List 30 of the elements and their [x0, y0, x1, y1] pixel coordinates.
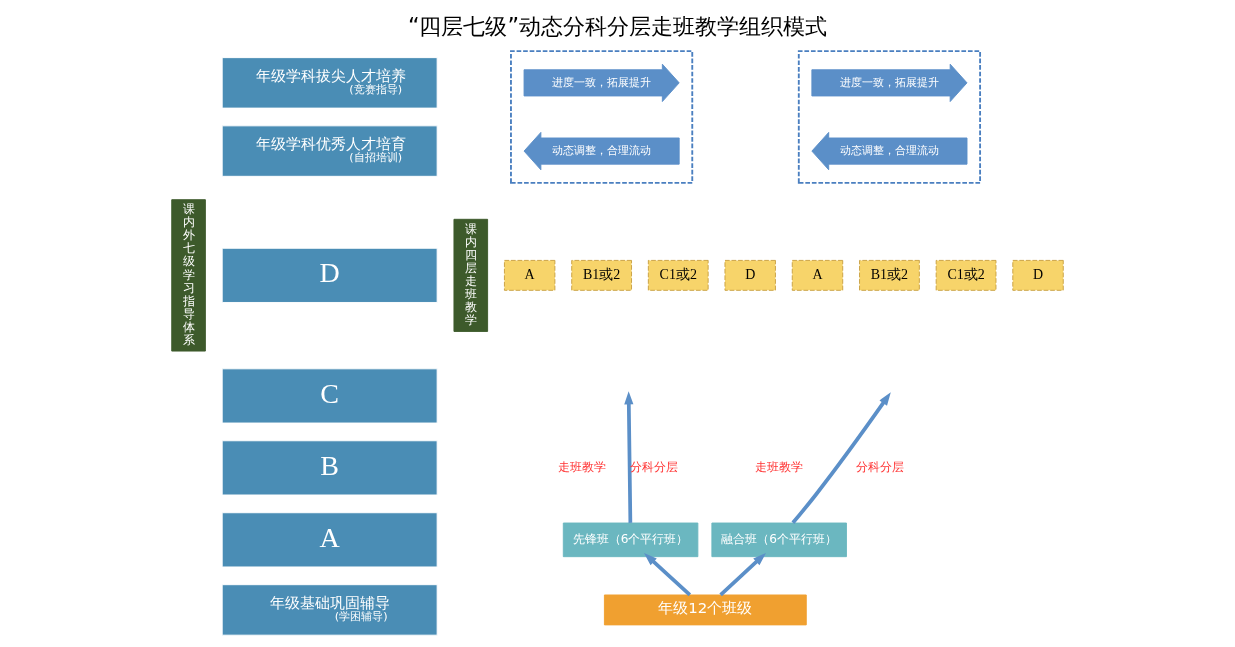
node-box: A	[221, 512, 438, 568]
node-box: 融合班（6个平行班）	[711, 522, 847, 558]
node-box: C1或2	[647, 259, 709, 291]
node-box: 课内四层走班教学	[453, 218, 489, 332]
diagram-title: “四层七级”动态分科分层走班教学组织模式	[407, 12, 828, 39]
node-box: 年级基础巩固辅导 (学困辅导)	[221, 584, 438, 636]
node-box: B1或2	[859, 259, 920, 291]
node-box: B	[221, 440, 438, 496]
node-box: C1或2	[935, 259, 997, 291]
edge-label: 分科分层	[856, 460, 905, 475]
node-box: 年级学科拔尖人才培养 (竞赛指导)	[221, 57, 438, 109]
node-box: 先锋班（6个平行班）	[562, 522, 699, 558]
node-box: D	[1012, 259, 1064, 291]
label: 走班教学	[755, 460, 804, 475]
arrow	[624, 391, 634, 523]
node-box: 年级12个班级	[603, 594, 807, 626]
node-box: A	[503, 259, 556, 291]
arrow	[791, 392, 891, 525]
node-box: C	[221, 368, 438, 424]
node-box: 课内外七级学习指导体系	[171, 199, 206, 352]
node-box: D	[221, 247, 438, 303]
node-box: A	[791, 259, 844, 291]
node-box: 年级学科优秀人才培育 (自招培训)	[221, 125, 438, 177]
arrow	[719, 552, 766, 597]
arrow	[643, 552, 692, 597]
node-box: B1或2	[571, 259, 632, 291]
node-box: D	[724, 259, 776, 291]
cluster	[510, 50, 694, 184]
label: 走班教学	[557, 460, 606, 475]
cluster	[797, 50, 982, 184]
